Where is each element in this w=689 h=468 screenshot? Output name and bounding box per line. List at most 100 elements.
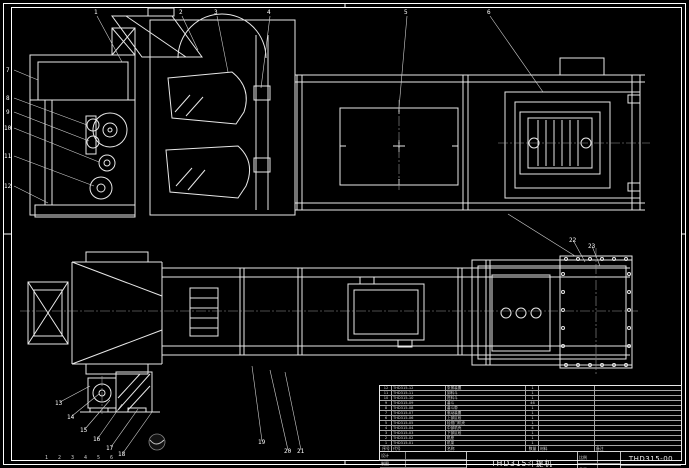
callout: 8 xyxy=(6,95,10,102)
head-housing xyxy=(29,54,136,216)
drive-housing xyxy=(504,91,641,199)
frame-mark: 5 xyxy=(97,455,100,461)
callout: 2 xyxy=(179,9,183,16)
callout: 15 xyxy=(80,427,88,434)
bom-cell-material xyxy=(539,421,595,425)
ink-stamp xyxy=(148,433,166,451)
callout-labels: 1 2 3 4 5 6 7 8 9 10 11 12 13 14 15 16 1… xyxy=(4,9,596,458)
title-block: 设计 制图 审核 THD315斗提机 比例 重量 THD31 xyxy=(380,452,681,468)
callout: 20 xyxy=(284,448,292,455)
bom-cell-name: 检视门机壳 xyxy=(446,421,526,425)
motor-detail xyxy=(80,371,160,413)
bom-cell-note xyxy=(595,421,681,425)
bom-cell-material xyxy=(539,391,595,395)
bom-cell-index: 11 xyxy=(380,391,392,395)
callout: 18 xyxy=(118,451,126,458)
drawing-number: THD315-00 xyxy=(621,452,681,466)
callout: 23 xyxy=(588,243,596,250)
bom-cell-name: 张紧装置 xyxy=(446,386,526,390)
bom-cell-code: THD315-10 xyxy=(392,396,446,400)
frame-marks: 1 2 3 4 5 6 xyxy=(45,455,113,461)
bom-cell-code: THD315-03 xyxy=(392,431,446,435)
bom-cell-index: 7 xyxy=(380,411,392,415)
bom-cell-code: THD315-12 xyxy=(392,386,446,390)
frame-mark: 6 xyxy=(110,455,113,461)
bom-cell-code: THD315-01 xyxy=(392,441,446,445)
bom-cell-qty: 1 xyxy=(526,421,539,425)
callout: 21 xyxy=(297,448,305,455)
bom-cell-index: 1 xyxy=(380,441,392,445)
centerlines xyxy=(20,100,650,414)
bom-cell-material xyxy=(539,386,595,390)
bom-cell-name: 机架 xyxy=(446,441,526,445)
bom-row: 9 THD315-09 畚斗 46 xyxy=(380,401,681,406)
bom-cell-note xyxy=(595,431,681,435)
frame-mark: 1 xyxy=(45,455,48,461)
bom-cell-index: 5 xyxy=(380,421,392,425)
bom-cell-index: 9 xyxy=(380,401,392,405)
bom-row: 8 THD315-08 畚斗带 1 xyxy=(380,406,681,411)
bom-cell-note xyxy=(595,411,681,415)
bom-cell-index: 4 xyxy=(380,426,392,430)
inspection-box xyxy=(111,27,136,56)
bom-cell-material xyxy=(539,406,595,410)
bom-cell-code: THD315-06 xyxy=(392,416,446,420)
bom-cell-index: 8 xyxy=(380,406,392,410)
frame-mark: 4 xyxy=(84,455,87,461)
bom-row: 12 THD315-12 张紧装置 1 xyxy=(380,386,681,391)
bom-row: 2 THD315-02 机座 1 xyxy=(380,436,681,441)
bom-row: 7 THD315-07 驱动装置 1 xyxy=(380,411,681,416)
scale-label: 比例 xyxy=(578,452,598,463)
callout: 4 xyxy=(267,9,271,16)
bom-cell-qty: 1 xyxy=(526,441,539,445)
callout: 3 xyxy=(214,9,218,16)
tension-wheel xyxy=(89,176,113,200)
weight-label: 重量 xyxy=(578,464,598,468)
bom-cell-qty: 4 xyxy=(526,426,539,430)
bom-cell-qty: 1 xyxy=(526,386,539,390)
bom-cell-code: THD315-05 xyxy=(392,421,446,425)
callout: 11 xyxy=(4,153,12,160)
bom-cell-qty: 1 xyxy=(526,391,539,395)
callout: 1 xyxy=(94,9,98,16)
bom-cell-note xyxy=(595,386,681,390)
bom-header-code: 代号 xyxy=(392,446,446,451)
bom-cell-note xyxy=(595,426,681,430)
bom-cell-note xyxy=(595,401,681,405)
bom-cell-material xyxy=(539,431,595,435)
title-block-signatures: 设计 制图 审核 xyxy=(380,452,467,468)
callout: 16 xyxy=(93,436,101,443)
base-plate xyxy=(34,204,136,218)
bom-header-qty: 数量 xyxy=(526,446,539,451)
callout: 9 xyxy=(6,109,10,116)
bom-row: 11 THD315-11 卸料斗 1 xyxy=(380,391,681,396)
pulley-wheel xyxy=(92,112,128,148)
bom-cell-note xyxy=(595,391,681,395)
callout: 6 xyxy=(487,9,491,16)
bom-cell-note xyxy=(595,416,681,420)
louver-panel xyxy=(189,287,219,337)
bom-row: 3 THD315-03 下部区段 1 xyxy=(380,431,681,436)
bom-cell-name: 机座 xyxy=(446,436,526,440)
bom-cell-qty: 1 xyxy=(526,411,539,415)
drive-plan xyxy=(471,259,633,366)
bom-cell-name: 下部区段 xyxy=(446,431,526,435)
bom-cell-code: THD315-09 xyxy=(392,401,446,405)
frame-mark: 3 xyxy=(71,455,74,461)
signature-row: 设计 xyxy=(380,452,466,460)
bom-cell-note xyxy=(595,436,681,440)
bom-cell-note xyxy=(595,396,681,400)
leader-lines xyxy=(13,15,601,454)
bom-row: 6 THD315-06 上部区段 1 xyxy=(380,416,681,421)
signature-value xyxy=(406,460,466,467)
bom-cell-index: 6 xyxy=(380,416,392,420)
bom-cell-name: 畚斗带 xyxy=(446,406,526,410)
bucket-profile xyxy=(165,145,251,199)
bom-cell-name: 中部机壳 xyxy=(446,426,526,430)
bom-cell-material xyxy=(539,396,595,400)
callout: 13 xyxy=(55,400,63,407)
signature-label: 设计 xyxy=(380,452,406,459)
signature-row: 制图 xyxy=(380,460,466,468)
